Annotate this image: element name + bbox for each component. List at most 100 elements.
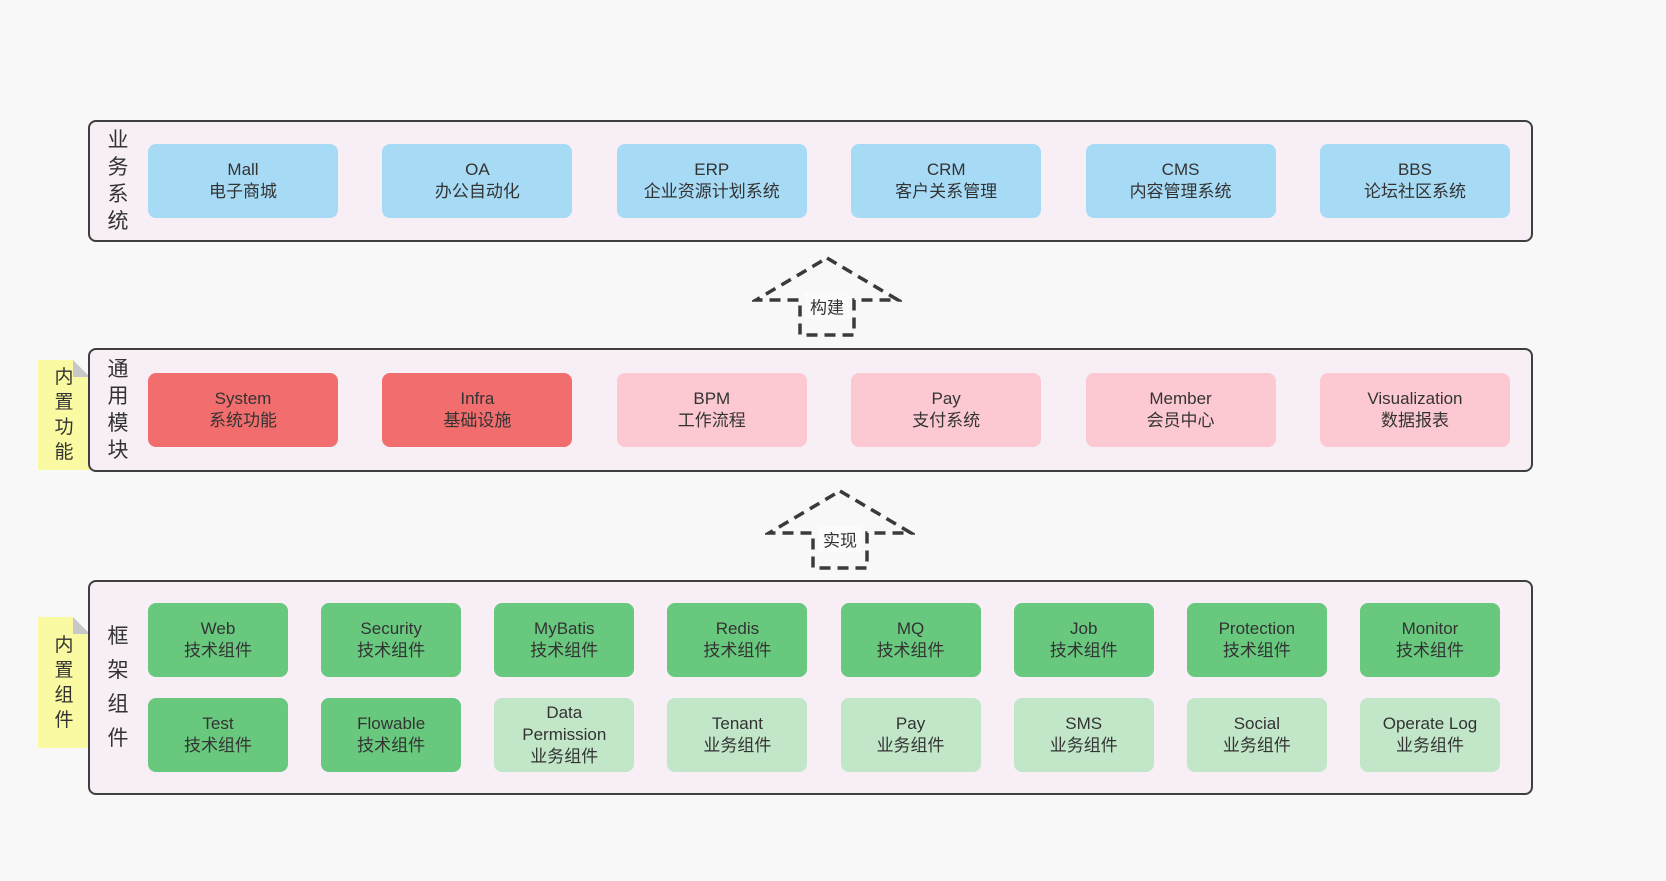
box-subtitle: 业务组件 (876, 736, 945, 755)
box-subtitle: 技术组件 (876, 641, 945, 660)
builtin-components-note: 内置组件 (38, 617, 90, 748)
box-protection: Protection 技术组件 (1186, 603, 1327, 677)
box-title: Test (202, 714, 234, 733)
box-title: Security (360, 619, 422, 638)
box-web: Web 技术组件 (148, 603, 288, 677)
box-bbs: BBS 论坛社区系统 (1319, 144, 1510, 218)
box-title: BBS (1397, 160, 1432, 179)
business-systems-row: Mall 电子商城 OA 办公自动化 ERP 企业资源计划系统 CRM 客户关系… (90, 122, 1531, 240)
box-title: Protection (1218, 619, 1296, 638)
box-mall: Mall 电子商城 (148, 144, 338, 218)
implement-arrow-shape (765, 488, 915, 570)
box-subtitle: 支付系统 (912, 411, 981, 430)
build-arrow-label: 构建 (805, 292, 849, 320)
side-label-text: 通用模块 (107, 358, 129, 462)
box-infra: Infra 基础设施 (382, 373, 573, 447)
box-subtitle: 内容管理系统 (1129, 182, 1232, 201)
box-title: Infra (460, 389, 495, 408)
box-title: Data Permission (522, 703, 607, 744)
box-subtitle: 论坛社区系统 (1363, 182, 1466, 201)
box-subtitle: 技术组件 (1395, 641, 1464, 660)
side-label-text: 框架组件 (107, 624, 129, 750)
box-subtitle: 业务组件 (1049, 736, 1118, 755)
box-system: System 系统功能 (148, 373, 338, 447)
box-data-permission: Data Permission 业务组件 (494, 698, 635, 772)
box-subtitle: 技术组件 (1049, 641, 1118, 660)
box-redis: Redis 技术组件 (667, 603, 808, 677)
framework-components-side-label: 框架组件 (102, 582, 134, 793)
box-security: Security 技术组件 (321, 603, 462, 677)
box-erp: ERP 企业资源计划系统 (616, 144, 807, 218)
box-title: Operate Log (1382, 714, 1478, 733)
implement-arrow-label: 实现 (818, 525, 862, 553)
box-title: Pay (895, 714, 926, 733)
box-title: Redis (715, 619, 760, 638)
box-social: Social 业务组件 (1186, 698, 1327, 772)
box-subtitle: 业务组件 (1222, 736, 1291, 755)
box-sms: SMS 业务组件 (1013, 698, 1154, 772)
box-subtitle: 业务组件 (703, 736, 772, 755)
box-flowable: Flowable 技术组件 (321, 698, 462, 772)
box-subtitle: 技术组件 (703, 641, 772, 660)
box-subtitle: 业务组件 (1395, 736, 1464, 755)
box-subtitle: 技术组件 (530, 641, 599, 660)
box-mybatis: MyBatis 技术组件 (494, 603, 635, 677)
box-subtitle: 基础设施 (443, 411, 512, 430)
box-subtitle: 技术组件 (357, 736, 426, 755)
box-job: Job 技术组件 (1013, 603, 1154, 677)
build-arrow: 构建 (752, 254, 902, 339)
box-title: MyBatis (534, 619, 595, 638)
tech-components-row: Web 技术组件 Security 技术组件 MyBatis 技术组件 Redi… (90, 603, 1531, 677)
box-test: Test 技术组件 (148, 698, 288, 772)
box-subtitle: 电子商城 (209, 182, 277, 201)
box-subtitle: 工作流程 (677, 411, 746, 430)
box-title: BPM (693, 389, 731, 408)
box-title: Visualization (1367, 389, 1463, 408)
box-title: Web (200, 619, 236, 638)
box-subtitle: 企业资源计划系统 (643, 182, 780, 201)
box-pay: Pay 支付系统 (851, 373, 1042, 447)
box-title: System (214, 389, 272, 408)
builtin-features-note-label: 内置功能 (54, 367, 74, 463)
box-subtitle: 系统功能 (209, 411, 277, 430)
build-arrow-shape (752, 255, 902, 337)
biz-components-row: Test 技术组件 Flowable 技术组件 Data Permission … (90, 698, 1531, 772)
framework-components-rows: Web 技术组件 Security 技术组件 MyBatis 技术组件 Redi… (90, 582, 1531, 793)
box-subtitle: 办公自动化 (434, 182, 520, 201)
implement-arrow: 实现 (765, 487, 915, 572)
builtin-components-note-label: 内置组件 (54, 634, 74, 731)
box-mq: MQ 技术组件 (840, 603, 981, 677)
box-title: CMS (1161, 160, 1200, 179)
box-oa: OA 办公自动化 (382, 144, 573, 218)
box-title: ERP (694, 160, 730, 179)
box-tenant: Tenant 业务组件 (667, 698, 808, 772)
business-systems-panel: 业务系统 Mall 电子商城 OA 办公自动化 ERP 企业资源计划系统 CRM… (88, 120, 1533, 242)
box-title: Social (1233, 714, 1280, 733)
box-title: Tenant (711, 714, 763, 733)
box-title: SMS (1065, 714, 1103, 733)
business-systems-side-label: 业务系统 (102, 122, 134, 240)
box-cms: CMS 内容管理系统 (1085, 144, 1276, 218)
box-visualization: Visualization 数据报表 (1319, 373, 1510, 447)
box-title: Job (1069, 619, 1098, 638)
box-title: Flowable (357, 714, 426, 733)
box-subtitle: 会员中心 (1146, 411, 1215, 430)
box-subtitle: 业务组件 (530, 747, 599, 766)
box-title: CRM (926, 160, 966, 179)
box-title: Monitor (1401, 619, 1459, 638)
common-modules-side-label: 通用模块 (102, 350, 134, 470)
box-subtitle: 技术组件 (357, 641, 426, 660)
box-subtitle: 技术组件 (1222, 641, 1291, 660)
builtin-features-note: 内置功能 (38, 360, 90, 470)
box-title: Mall (227, 160, 259, 179)
box-subtitle: 客户关系管理 (895, 182, 998, 201)
side-label-text: 业务系统 (107, 129, 129, 233)
framework-components-panel: 框架组件 Web 技术组件 Security 技术组件 MyBatis 技术组件… (88, 580, 1533, 795)
box-monitor: Monitor 技术组件 (1359, 603, 1500, 677)
box-title: OA (465, 160, 490, 179)
box-bpm: BPM 工作流程 (616, 373, 807, 447)
box-subtitle: 技术组件 (184, 641, 252, 660)
box-title: Pay (931, 389, 961, 408)
box-subtitle: 数据报表 (1380, 411, 1449, 430)
